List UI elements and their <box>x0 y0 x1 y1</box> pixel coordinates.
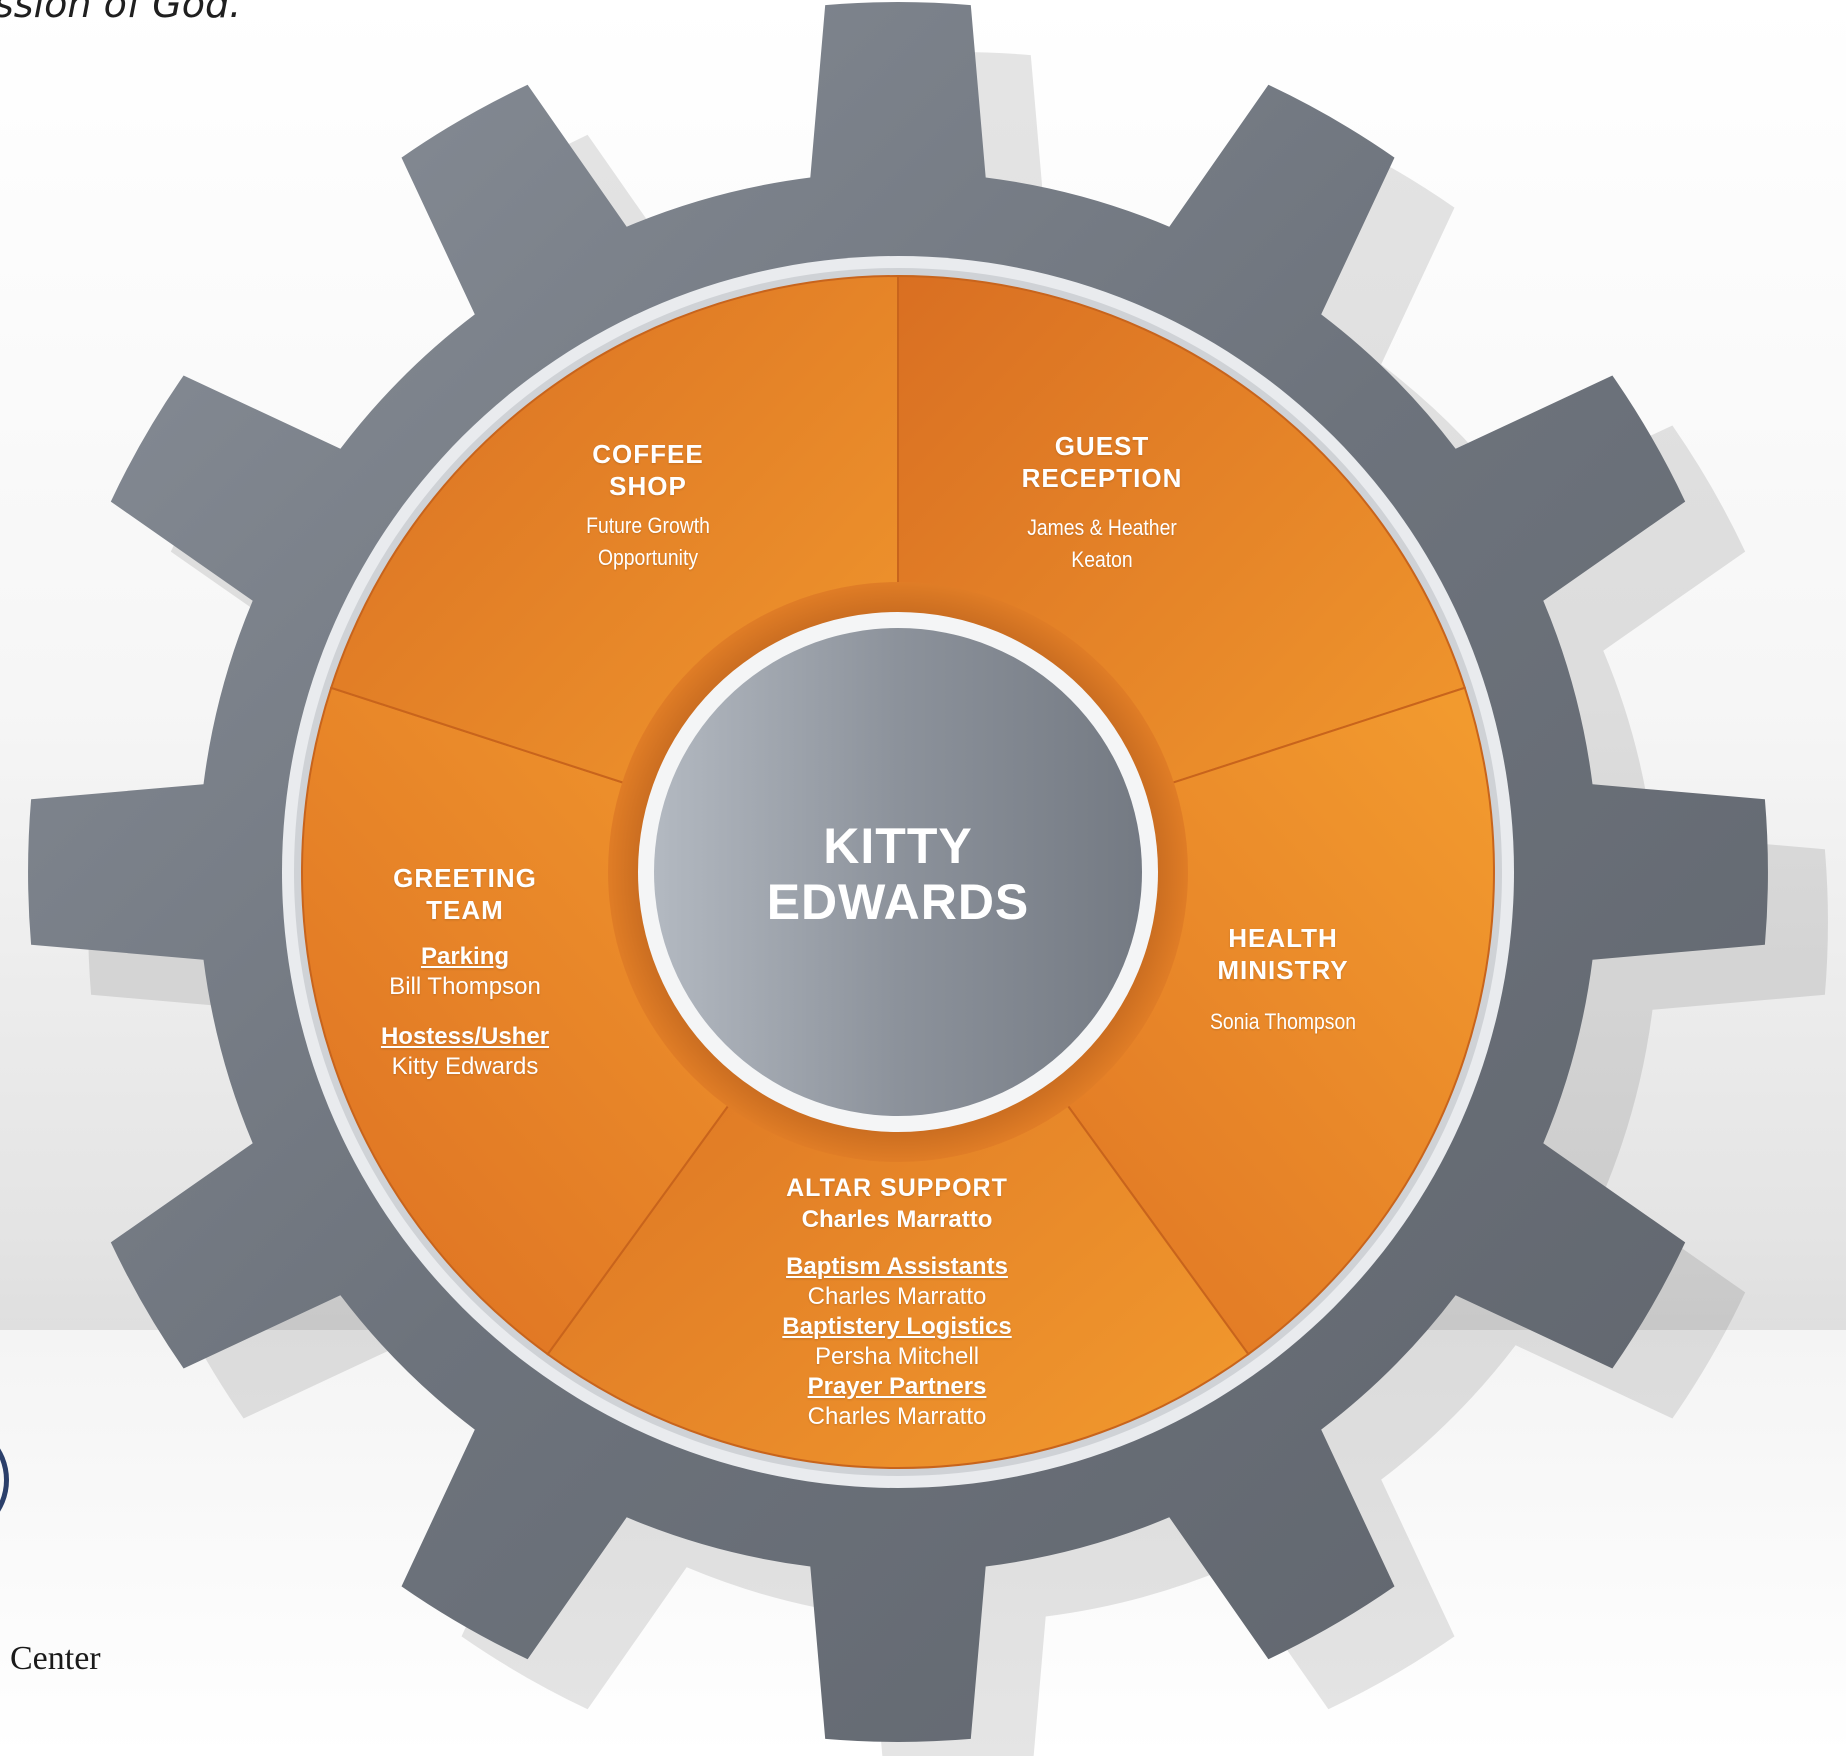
health-ministry-title-1: HEALTH <box>1228 923 1338 953</box>
greeting-role-head: Parking <box>420 943 510 970</box>
altar-role-name: Charles Marratto <box>807 1403 987 1430</box>
coffee-shop-title-1: COFFEE <box>592 439 704 469</box>
coffee-shop-title-2: SHOP <box>609 471 687 501</box>
altar-role-head: Baptism Assistants <box>786 1253 1008 1280</box>
coffee-shop-sub-1: Future Growth <box>586 513 710 538</box>
health-ministry-title-2: MINISTRY <box>1217 955 1349 985</box>
altar-support-lead: Charles Marratto <box>801 1206 993 1233</box>
altar-support-title: ALTAR SUPPORT <box>786 1174 1008 1202</box>
greeting-role-name: Kitty Edwards <box>391 1053 539 1080</box>
coffee-shop-sub-2: Opportunity <box>597 545 699 570</box>
greeting-role-head: Hostess/Usher <box>380 1023 550 1050</box>
segment-coffee-shop: COFFEE SHOP Future Growth Opportunity <box>578 438 719 574</box>
greeting-role-name: Bill Thompson <box>389 973 541 1000</box>
segment-altar-support-shape <box>546 870 1250 1469</box>
guest-reception-sub-2: Keaton <box>1071 547 1133 572</box>
greeting-team-title-2: TEAM <box>426 895 504 925</box>
segment-altar-support: ALTAR SUPPORT Charles Marratto Baptism A… <box>782 1172 1011 1432</box>
altar-role-head: Prayer Partners <box>807 1373 987 1400</box>
altar-role-name: Charles Marratto <box>807 1283 987 1310</box>
quote-text: ssion of God.” <box>0 0 261 26</box>
altar-role-head: Baptistery Logistics <box>782 1313 1012 1340</box>
guest-reception-title-2: RECEPTION <box>1021 463 1183 493</box>
guest-reception-sub-1: James & Heather <box>1027 515 1177 540</box>
guest-reception-title-1: GUEST <box>1054 431 1150 461</box>
center-disc <box>654 628 1142 1116</box>
altar-role-name: Persha Mitchell <box>814 1343 980 1370</box>
health-ministry-sub-1: Sonia Thompson <box>1209 1009 1357 1034</box>
segment-greeting-team: GREETING TEAM Parking Bill Thompson Host… <box>381 862 549 1082</box>
logo-text: Center <box>10 1640 101 1677</box>
segment-health-ministry: HEALTH MINISTRY Sonia Thompson <box>1200 922 1366 1038</box>
center-name-line1: KITTY <box>823 818 973 874</box>
segment-guest-reception: GUEST RECEPTION James & Heather Keaton <box>1017 430 1187 576</box>
greeting-team-title-1: GREETING <box>393 863 537 893</box>
center-name-line2: EDWARDS <box>766 874 1030 930</box>
center-person: KITTY EDWARDS <box>767 818 1030 930</box>
